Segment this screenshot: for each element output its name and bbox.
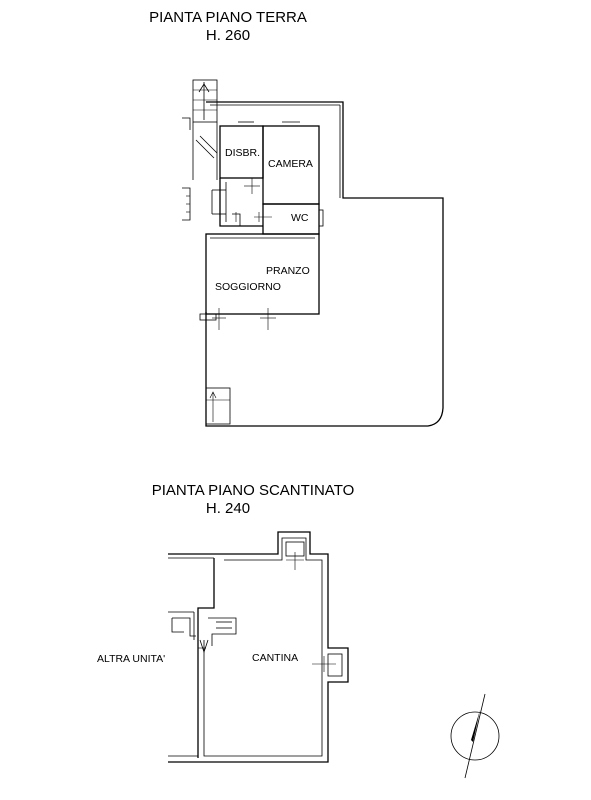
room-label-altra-unita: ALTRA UNITA' (97, 653, 165, 665)
ground-floor-title: PIANTA PIANO TERRA (149, 9, 307, 26)
room-label-camera: CAMERA (268, 158, 313, 170)
lower-entrance-stair (205, 387, 231, 425)
ground-floor-height: H. 260 (206, 27, 250, 44)
basement-floor-height: H. 240 (206, 500, 250, 517)
room-label-soggiorno: SOGGIORNO (215, 281, 281, 293)
entrance-stair (182, 79, 218, 221)
basement-floor-title: PIANTA PIANO SCANTINATO (152, 482, 355, 499)
north-arrow-icon (450, 693, 500, 779)
room-label-pranzo: PRANZO (266, 265, 310, 277)
ground-floor-rooms (199, 121, 324, 390)
ground-floor-lot-boundary (205, 101, 444, 427)
room-label-wc: WC (291, 212, 309, 224)
ground-floor-plan: PIANTA PIANO TERRA H. 260 (149, 9, 444, 427)
basement-floor-plan: PIANTA PIANO SCANTINATO H. 240 (97, 482, 355, 763)
room-label-cantina: CANTINA (252, 652, 298, 664)
room-label-disbr: DISBR. (225, 147, 260, 159)
basement-walls (168, 531, 349, 763)
